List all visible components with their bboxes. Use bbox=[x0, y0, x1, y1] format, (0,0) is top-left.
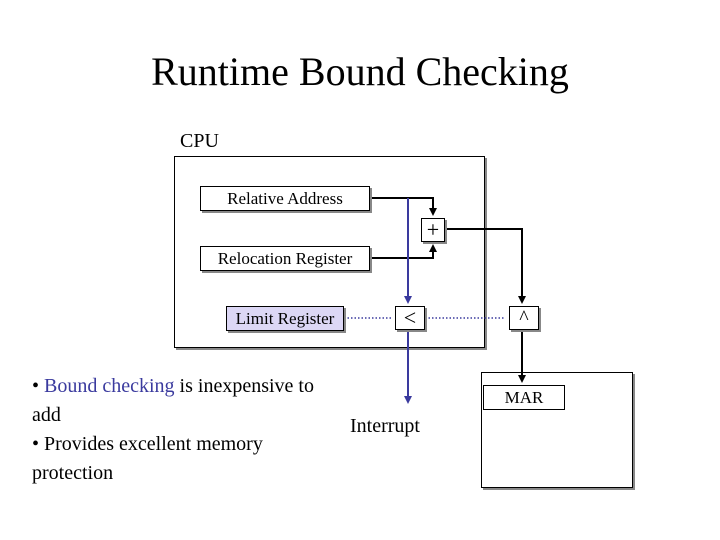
comparator-less-than-icon: < bbox=[395, 306, 425, 330]
wire-plus-to-and bbox=[445, 228, 526, 304]
limit-register-box: Limit Register bbox=[226, 306, 344, 331]
bullet-text: is inexpensive to add bbox=[32, 375, 314, 426]
bullet-item: • Provides excellent memory protection bbox=[32, 430, 322, 488]
wire-relative-to-plus bbox=[370, 197, 437, 216]
cpu-label: CPU bbox=[180, 130, 219, 152]
interrupt-label: Interrupt bbox=[350, 415, 420, 437]
relative-address-box: Relative Address bbox=[200, 186, 370, 211]
and-gate-icon: ^ bbox=[509, 306, 539, 330]
bullet-marker: • bbox=[32, 433, 45, 455]
bullet-list: • Bound checking is inexpensive to add •… bbox=[32, 372, 322, 488]
mar-box: MAR bbox=[483, 385, 565, 410]
bullet-marker: • bbox=[32, 375, 45, 397]
bullet-text: Provides excellent memory protection bbox=[32, 433, 263, 484]
relocation-register-box: Relocation Register bbox=[200, 246, 370, 271]
wire-relocation-to-plus bbox=[370, 244, 437, 259]
bullet-highlight: Bound checking bbox=[44, 375, 175, 397]
bullet-item: • Bound checking is inexpensive to add bbox=[32, 372, 322, 430]
page-title: Runtime Bound Checking bbox=[151, 49, 569, 94]
adder-plus-icon: + bbox=[421, 218, 445, 242]
